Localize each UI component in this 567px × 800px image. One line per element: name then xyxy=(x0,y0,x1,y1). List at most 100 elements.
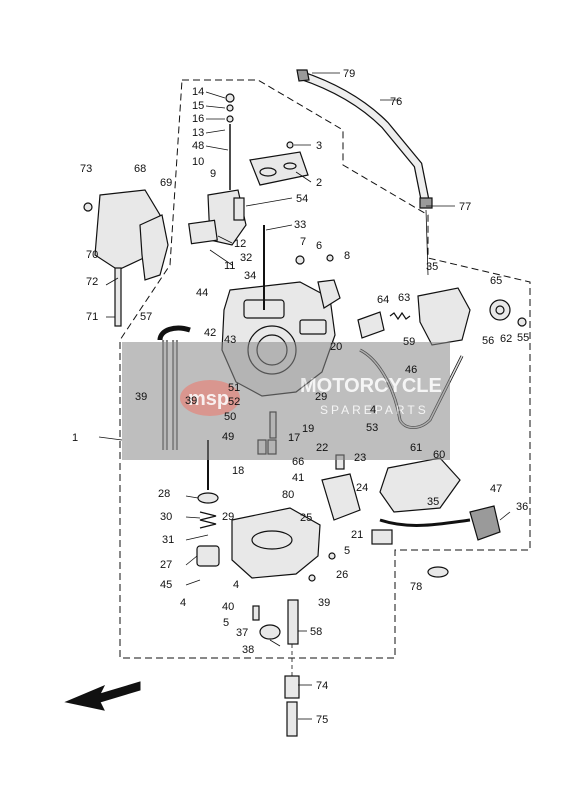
label-26: 26 xyxy=(336,569,348,581)
label-35-bottom: 35 xyxy=(427,496,439,508)
label-55: 55 xyxy=(517,332,529,344)
label-2: 2 xyxy=(316,177,322,189)
label-69: 69 xyxy=(160,177,172,189)
label-63: 63 xyxy=(398,292,410,304)
watermark-subtitle: SPAREPARTS xyxy=(320,403,429,417)
label-39-lower: 39 xyxy=(318,597,330,609)
label-40: 40 xyxy=(222,601,234,613)
watermark-title: MOTORCYCLE xyxy=(300,375,442,397)
wire-36 xyxy=(379,518,471,527)
label-16: 16 xyxy=(192,113,204,125)
label-4-right: 4 xyxy=(370,404,376,416)
label-50: 50 xyxy=(224,411,236,423)
label-39-left: 39 xyxy=(135,391,147,403)
screw-8 xyxy=(326,254,334,262)
label-36: 36 xyxy=(516,501,528,513)
label-52: 52 xyxy=(228,396,240,408)
label-75: 75 xyxy=(316,714,328,726)
screw-5 xyxy=(328,552,336,560)
label-59: 59 xyxy=(403,336,415,348)
label-13: 13 xyxy=(192,127,204,139)
front-direction-arrow xyxy=(64,681,141,711)
float-21 xyxy=(321,473,361,521)
watermark-logo: msp xyxy=(188,388,229,410)
label-43: 43 xyxy=(224,334,236,346)
label-21: 21 xyxy=(351,529,363,541)
screw-73 xyxy=(83,202,93,212)
hose-clip-77 xyxy=(419,197,433,209)
shaft-71 xyxy=(114,267,122,327)
label-73: 73 xyxy=(80,163,92,175)
label-3: 3 xyxy=(316,140,322,152)
label-28: 28 xyxy=(158,488,170,500)
label-79: 79 xyxy=(343,68,355,80)
label-49: 49 xyxy=(222,431,234,443)
cover-plate-2 xyxy=(249,151,309,186)
label-12: 12 xyxy=(234,238,246,250)
label-72: 72 xyxy=(86,276,98,288)
label-42: 42 xyxy=(204,327,216,339)
label-78: 78 xyxy=(410,581,422,593)
connector-35b xyxy=(371,529,393,545)
label-66: 66 xyxy=(292,456,304,468)
clip-78 xyxy=(427,566,449,578)
label-80: 80 xyxy=(282,489,294,501)
label-15: 15 xyxy=(192,100,204,112)
label-56: 56 xyxy=(482,335,494,347)
label-5-lower: 5 xyxy=(223,617,229,629)
label-60: 60 xyxy=(433,449,445,461)
label-46: 46 xyxy=(405,364,417,376)
label-54: 54 xyxy=(296,193,308,205)
label-35-top: 35 xyxy=(426,261,438,273)
label-33: 33 xyxy=(294,219,306,231)
label-30: 30 xyxy=(160,511,172,523)
label-61: 61 xyxy=(410,442,422,454)
label-39-mid: 39 xyxy=(185,395,197,407)
assembly-boundary xyxy=(119,79,531,659)
screw-26 xyxy=(308,574,316,582)
label-77: 77 xyxy=(459,201,471,213)
label-10: 10 xyxy=(192,156,204,168)
washer-16 xyxy=(226,115,234,123)
label-53: 53 xyxy=(366,422,378,434)
label-64: 64 xyxy=(377,294,389,306)
label-22: 22 xyxy=(316,442,328,454)
label-17: 17 xyxy=(288,432,300,444)
lever-64 xyxy=(357,311,385,339)
screw-14 xyxy=(225,93,235,103)
label-68: 68 xyxy=(134,163,146,175)
washer-7 xyxy=(295,255,305,265)
cable-bracket-35 xyxy=(417,287,471,346)
label-38: 38 xyxy=(242,644,254,656)
diaphragm-28 xyxy=(197,492,219,504)
label-7: 7 xyxy=(300,236,306,248)
heater-60 xyxy=(379,457,461,513)
label-57: 57 xyxy=(140,311,152,323)
label-65: 65 xyxy=(490,275,502,287)
label-51: 51 xyxy=(228,382,240,394)
label-11: 11 xyxy=(224,260,235,272)
lever-6 xyxy=(317,279,341,309)
label-45: 45 xyxy=(160,579,172,591)
label-48: 48 xyxy=(192,140,204,152)
label-25: 25 xyxy=(300,512,312,524)
label-58: 58 xyxy=(310,626,322,638)
gasket-12 xyxy=(188,219,218,245)
spring-30 xyxy=(199,511,217,529)
label-71: 71 xyxy=(86,311,98,323)
leader-lines xyxy=(98,72,511,720)
plug-38 xyxy=(259,624,281,640)
label-14: 14 xyxy=(192,86,204,98)
label-4-center: 4 xyxy=(233,579,239,591)
pipe-75 xyxy=(286,701,298,737)
label-4-left: 4 xyxy=(180,597,186,609)
watermark: msp MOTORCYCLE SPAREPARTS xyxy=(122,342,450,460)
screw-3 xyxy=(286,141,294,149)
gasket-69 xyxy=(139,214,169,281)
label-9: 9 xyxy=(210,168,216,180)
part-labels: 79 76 77 14 15 16 13 48 3 10 9 2 54 73 6… xyxy=(72,68,529,726)
label-23: 23 xyxy=(354,452,366,464)
label-74: 74 xyxy=(316,680,328,692)
pipe-74 xyxy=(284,675,300,699)
